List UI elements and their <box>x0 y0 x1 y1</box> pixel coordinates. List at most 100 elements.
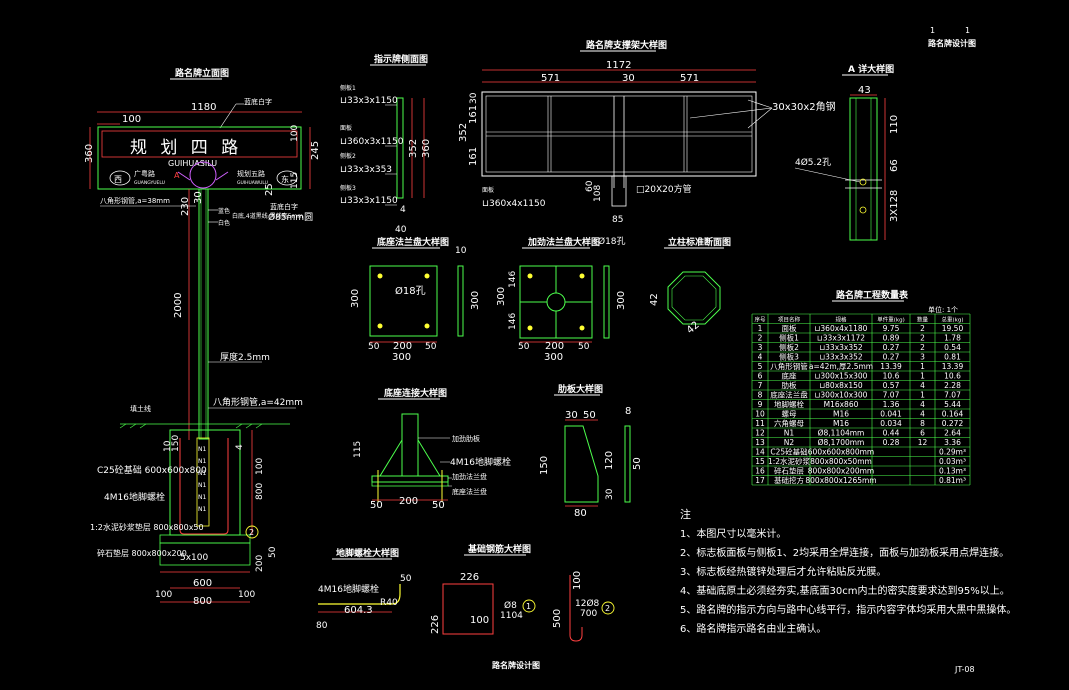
dim-25: 25 <box>264 183 275 196</box>
rib-dim-120: 120 <box>604 451 615 470</box>
qty-cell: 4 <box>920 400 925 409</box>
note-fill-line: 填土线 <box>130 404 151 413</box>
dim-30: 30 <box>193 191 204 204</box>
qty-cell: 0.27 <box>883 343 900 352</box>
note-2: 2、标志板面板与侧板1、2均采用全焊连接，面板与加劲板采用点焊连接。 <box>680 546 1009 559</box>
qty-cell: 1.78 <box>944 334 961 343</box>
side-dim-352: 352 <box>408 139 419 158</box>
note-blue-white-right: 蓝底白字 <box>270 202 298 211</box>
rebar-len-2: 700 <box>580 609 597 619</box>
side-label-1: 侧板1 <box>340 84 356 92</box>
base-connection: 底座连接大样图 加劲肋板 4M16地脚螺栓 加劲法兰盘 底座法兰盘 115 50… <box>353 387 511 511</box>
base-connect-label-2: 4M16地脚螺栓 <box>450 456 511 468</box>
sheet-title-top: 路名牌设计图 <box>928 38 976 48</box>
svg-text:N1: N1 <box>198 482 206 489</box>
frame-dim-161a: 161 <box>468 105 479 124</box>
front-elevation: 路名牌立面图 1180 100 蓝底白字 规 划 四 路 GUIHUASILU … <box>84 67 321 607</box>
note-mortar: 1:2水泥砂浆垫层 800x800x50 <box>90 522 204 532</box>
qty-cell: 侧板2 <box>779 342 799 352</box>
qty-cell: 800x800x50mm <box>810 457 872 466</box>
rib-dim-8: 8 <box>625 406 631 417</box>
qty-cell: 侧板1 <box>779 333 799 343</box>
base-plate-dim-50b: 50 <box>425 342 437 352</box>
design-notes: 注 1、本图尺寸以毫米计。 2、标志板面板与侧板1、2均采用全焊连接，面板与加劲… <box>680 507 1016 635</box>
frame-dim-85: 85 <box>612 215 623 225</box>
rib-plate-title: 肋板大样图 <box>558 383 603 395</box>
side-label-2: ⊔33x3x1150 <box>340 96 398 106</box>
dim-50: 50 <box>268 546 278 558</box>
qty-table-title: 路名牌工程数量表 <box>836 289 909 301</box>
sign-left-py: GUANGYUELU <box>134 180 165 186</box>
mark-2: 2 <box>249 528 254 537</box>
dim-100-left: 100 <box>155 590 172 600</box>
dim-600: 600 <box>193 578 212 589</box>
stiff-dim-200: 200 <box>545 341 564 352</box>
rebar-n1-stack: N1 N1 N1 N1 N1 N1 <box>198 446 206 513</box>
qty-cell: 0.57 <box>883 381 900 390</box>
base-plate-holes <box>377 273 430 329</box>
qty-cell: 0.44 <box>883 429 900 438</box>
dim-pole-height: 2000 <box>173 293 184 318</box>
qty-cell: 0.89 <box>883 334 900 343</box>
qty-cell: 5.44 <box>944 400 961 409</box>
qty-cell: 1 <box>920 362 925 371</box>
dim-200: 200 <box>255 555 265 572</box>
qty-cell: 0.272 <box>942 419 964 428</box>
rib-dim-80: 80 <box>574 508 587 519</box>
frame-title: 路名牌支撑架大样图 <box>586 39 667 51</box>
dim-150: 150 <box>171 435 181 452</box>
qty-cell: 0.13m³ <box>939 467 966 476</box>
base-plate-dim-10: 10 <box>455 246 467 256</box>
base-connect-dim-115: 115 <box>353 441 363 458</box>
qty-cell: 13 <box>755 438 765 447</box>
qty-cell: 5 <box>758 362 763 371</box>
dim-10: 10 <box>163 440 173 452</box>
sign-left-cn: 广粤路 <box>134 169 155 178</box>
qty-cell: 0.034 <box>880 419 902 428</box>
rebar-detail: 基础钢筋大样图 226 226 100 Ø8 1104 1 100 500 12… <box>430 543 615 642</box>
qty-cell: 13.39 <box>880 362 902 371</box>
svg-text:N1: N1 <box>198 494 206 501</box>
stiff-dim-300s: 300 <box>616 291 627 310</box>
qty-cell: C25砼基础 <box>770 447 807 457</box>
qty-cell: 12 <box>755 429 765 438</box>
qty-cell: 0.81m³ <box>939 476 966 485</box>
qty-cell: 面板 <box>782 323 797 333</box>
sheet-title-bottom: 路名牌设计图 <box>492 660 540 670</box>
detail-a-dim-43: 43 <box>858 85 871 96</box>
detail-a-holes: 4Ø5.2孔 <box>795 157 831 168</box>
stiff-dim-50b: 50 <box>578 342 590 352</box>
qty-cell: 0.164 <box>942 410 964 419</box>
note-c25: C25砼基础 600x600x800 <box>97 464 207 476</box>
qty-cell: 八角形钢管 <box>770 361 808 371</box>
qty-cell: 6 <box>920 429 925 438</box>
dim-h3: 115 <box>290 172 300 189</box>
support-frame: 路名牌支撑架大样图 1172 571 30 571 352 161 30 161… <box>458 39 836 225</box>
rebar-mark-2: 2 <box>605 604 610 613</box>
qty-cell: 3 <box>920 353 925 362</box>
side-view: 指示牌侧面图 侧板1 ⊔33x3x1150 面板 ⊔360x3x1150 侧板2… <box>340 53 432 235</box>
frame-dim-30: 30 <box>622 73 635 84</box>
dim-width-total: 1180 <box>191 102 216 113</box>
note-octagon-42: 八角形钢管,a=42mm <box>213 396 303 408</box>
side-dim-40: 40 <box>395 225 407 235</box>
qty-header-cell: 序号 <box>754 316 766 324</box>
qty-header-cell: 数量 <box>917 316 929 324</box>
note-blue-white-top: 蓝底白字 <box>244 97 272 106</box>
note-white: 白色 <box>218 219 230 227</box>
qty-cell: 1 <box>920 391 925 400</box>
qty-cell: 2.28 <box>944 381 961 390</box>
qty-cell: 碎石垫层 <box>774 466 804 476</box>
qty-cell: 底座 <box>782 371 797 381</box>
rebar-title: 基础钢筋大样图 <box>467 543 531 555</box>
rebar-len-1: 1104 <box>500 611 523 621</box>
qty-cell: 基础挖方 <box>774 475 804 485</box>
rib-dim-50: 50 <box>583 410 596 421</box>
qty-cell: 6 <box>758 372 763 381</box>
qty-cell: 螺母 <box>782 409 797 419</box>
qty-cell: 11 <box>755 419 765 428</box>
qty-cell: 2 <box>920 334 925 343</box>
qty-cell: 2 <box>920 324 925 333</box>
detail-a-dim-110: 110 <box>889 115 900 134</box>
detail-a: A 详大样图 43 110 66 3X128 4Ø5.2孔 <box>794 63 900 241</box>
